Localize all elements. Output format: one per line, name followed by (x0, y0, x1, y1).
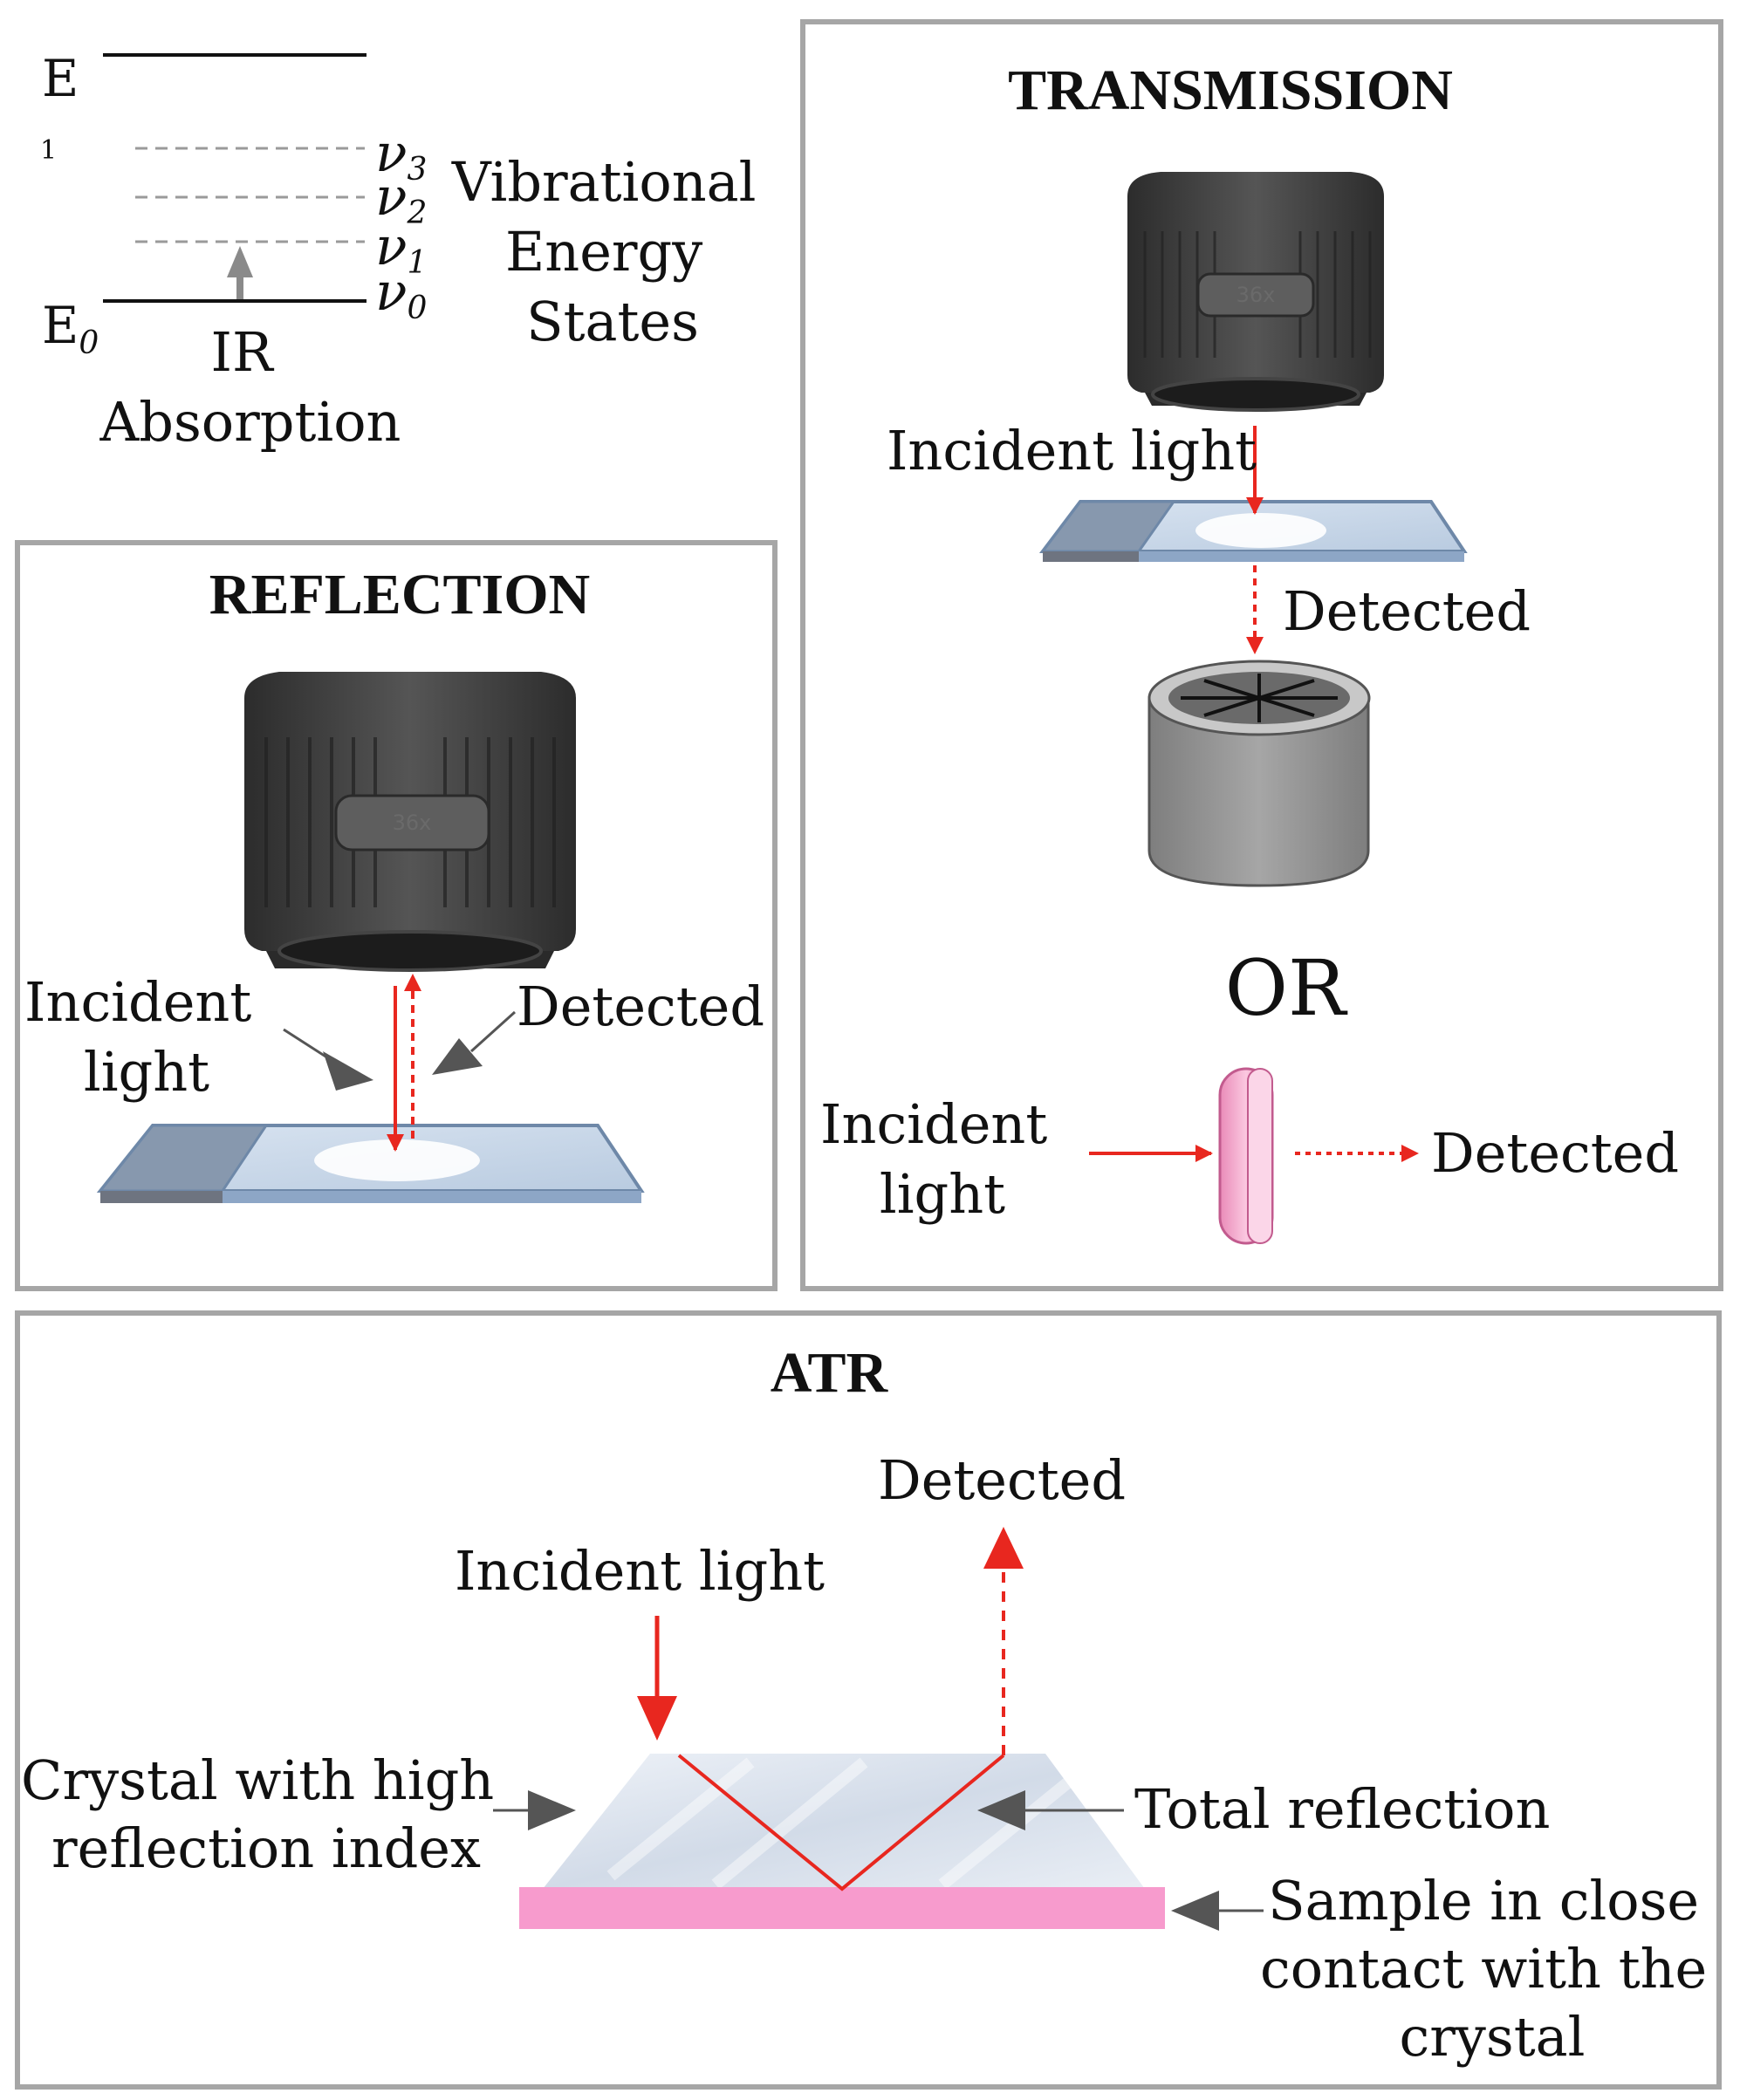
reflection-slide (96, 1124, 645, 1203)
transmission-panel: TRANSMISSION 36x (800, 19, 1723, 1291)
atr-sample-pointer-head (1171, 1891, 1219, 1931)
atr-crystal-label: Crystal with high reflection index (21, 1748, 511, 1880)
atr-reflected-path (677, 1754, 1005, 1891)
atr-crystal-pointer-head (528, 1790, 576, 1830)
energy-level-diagram: E 1 ν3 ν2 ν1 ν0 E0 Vibrational Energy St… (40, 49, 773, 454)
reflection-detected-label: Detected (517, 975, 764, 1038)
atr-crystal (543, 1754, 1145, 1890)
atr-detected-label: Detected (878, 1448, 1126, 1512)
alt-detected-label: Detected (1431, 1121, 1679, 1185)
transmission-objective (1127, 172, 1384, 412)
state-nu-1: ν1 (375, 216, 427, 281)
atr-incident-arrowhead (637, 1696, 677, 1741)
ir-absorption-label: IR Absorption (99, 320, 401, 454)
reflection-lens-magnification: 36x (393, 811, 432, 835)
atr-total-reflection-label: Total reflection (1134, 1777, 1550, 1841)
atr-panel: ATR Detected Incident light Crystal with… (15, 1310, 1724, 2090)
reflection-frame (15, 540, 778, 1291)
reflection-detected-pointer (469, 1010, 517, 1053)
reflection-title: REFLECTION (209, 563, 590, 626)
ir-window (1218, 1067, 1274, 1245)
transmission-frame (800, 19, 1723, 1291)
or-label: OR (1225, 943, 1348, 1033)
atr-detected-arrowhead (983, 1527, 1024, 1569)
transmission-slide (1038, 500, 1468, 562)
vibrational-states-title: Vibrational Energy States (451, 150, 773, 353)
transmission-title: TRANSMISSION (1008, 58, 1453, 122)
transmission-detector (1147, 660, 1371, 887)
reflection-incident-pointer-head (323, 1051, 373, 1091)
transmission-lens-magnification: 36x (1236, 283, 1276, 307)
state-nu-2: ν2 (375, 167, 427, 231)
atr-sample-label: Sample in close contact with the crystal (1260, 1869, 1724, 2069)
transmission-incident-label: Incident light (887, 419, 1257, 482)
reflection-objective (244, 672, 576, 972)
state-nu-0: ν0 (375, 262, 427, 326)
atr-frame (15, 1310, 1722, 2090)
atr-sample-strip (519, 1887, 1165, 1929)
reflection-incident-label: Incident light (24, 970, 269, 1104)
reflection-detected-pointer-head (432, 1038, 483, 1075)
alt-incident-label: Incident light (820, 1092, 1065, 1226)
state-nu-3: ν3 (375, 123, 427, 188)
absorption-arrow-head (227, 246, 253, 277)
upper-energy-label: E (42, 49, 79, 108)
transmission-detected-label: Detected (1283, 579, 1531, 643)
reflection-panel: REFLECTION 36x (15, 540, 778, 1291)
atr-incident-label: Incident light (455, 1539, 825, 1603)
upper-energy-superscript: 1 (40, 135, 57, 166)
atr-total-reflection-pointer-head (977, 1790, 1025, 1830)
ground-energy-label: E0 (42, 296, 99, 361)
atr-title: ATR (771, 1341, 889, 1405)
